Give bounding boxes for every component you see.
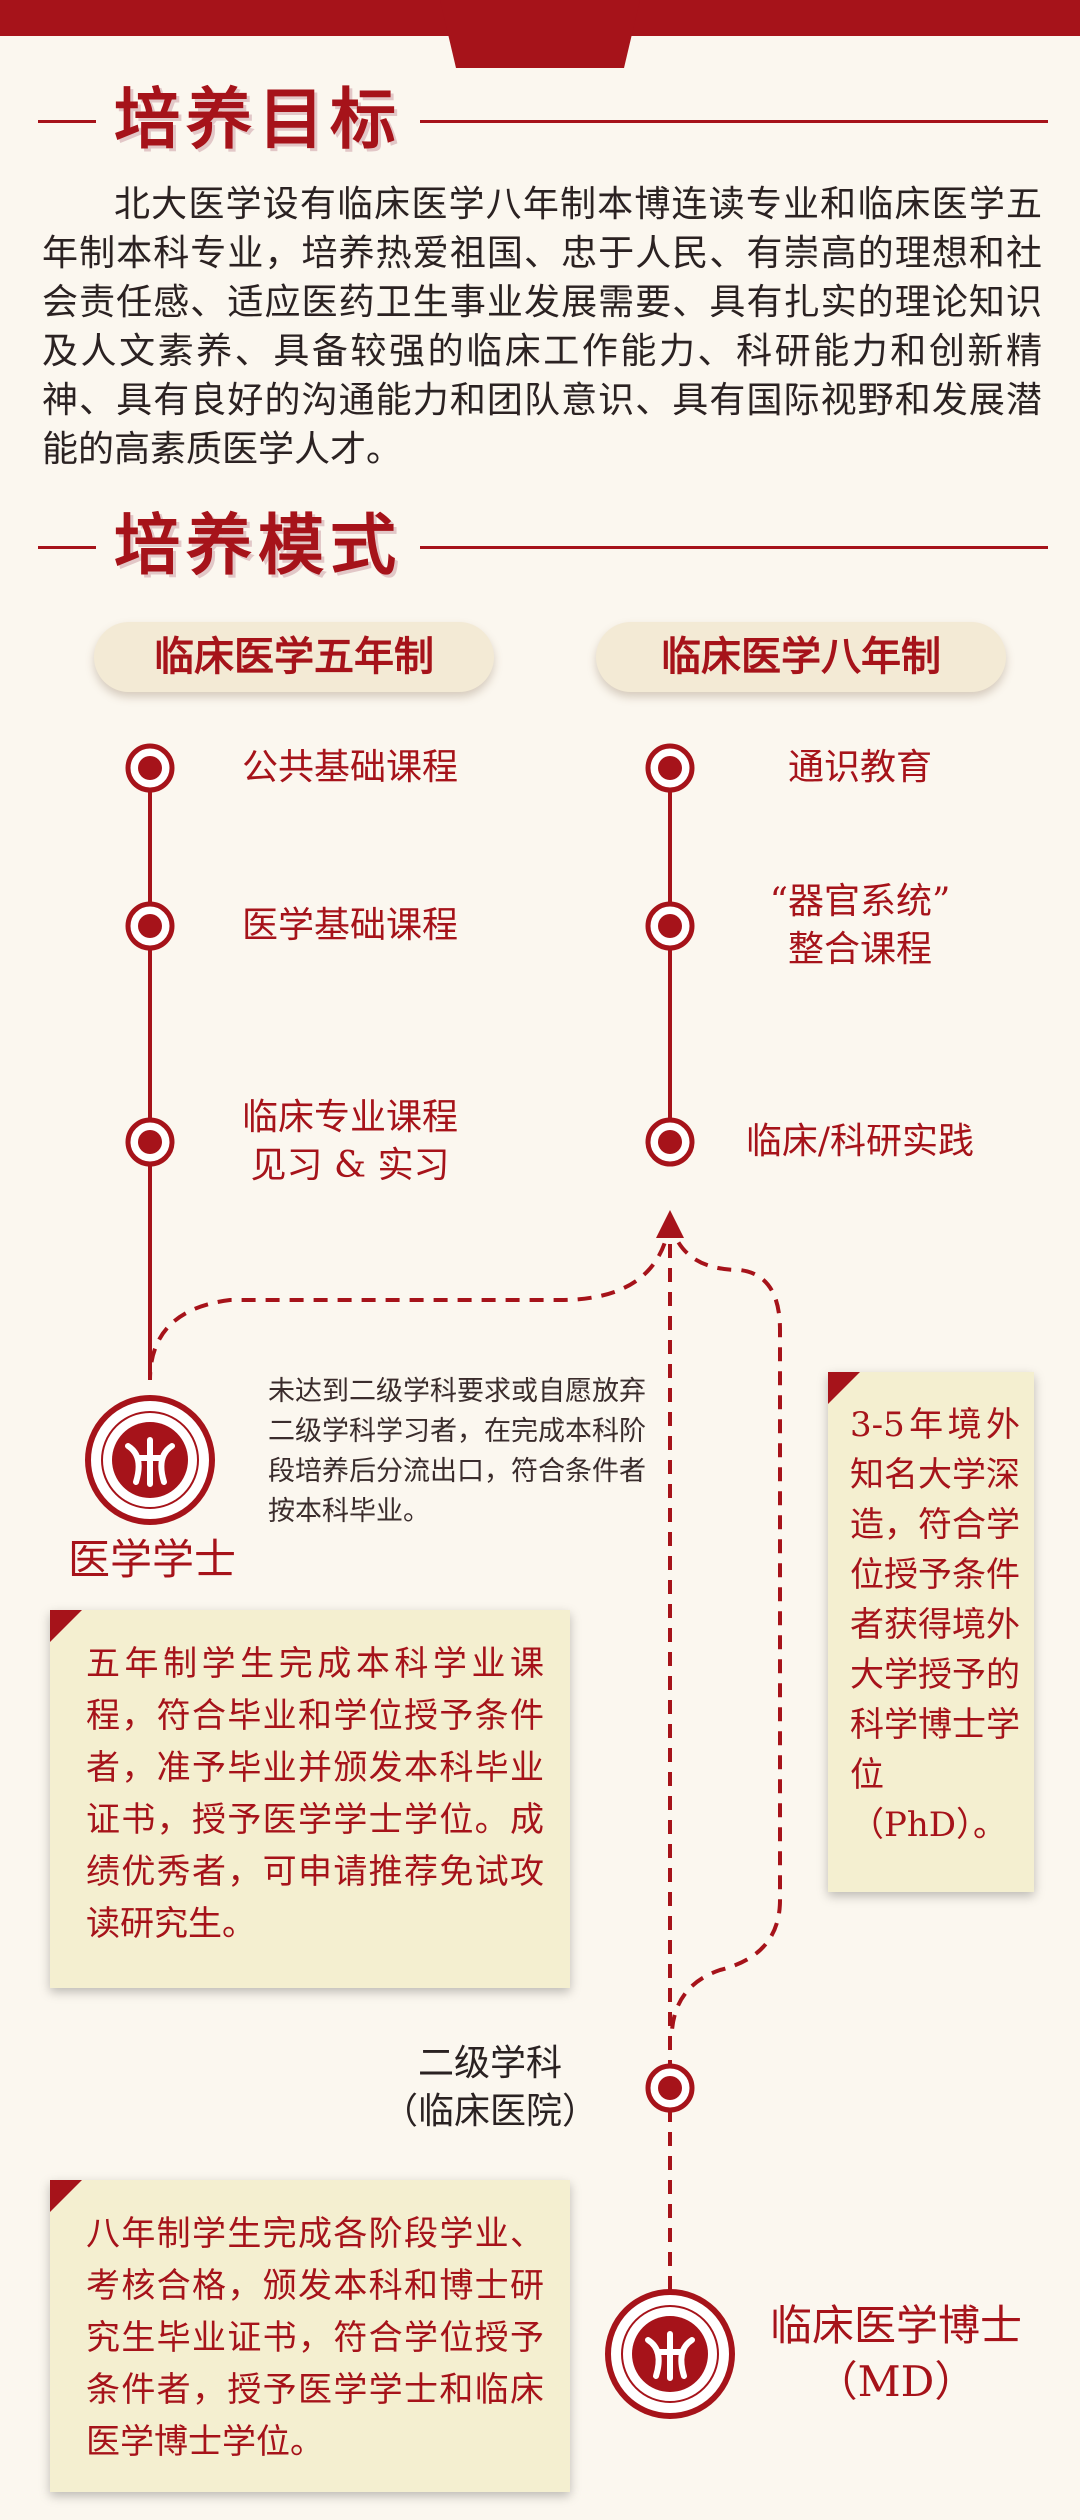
five-year-card-text: 五年制学生完成本科学业课程，符合毕业和学位授予条件者，准予毕业并颁发本科毕业证书… — [86, 1644, 544, 1944]
shunt-dashed-path — [148, 1219, 672, 1381]
node-icon — [645, 1117, 695, 1167]
five-year-stage-1: 公共基础课程 — [241, 747, 458, 788]
section-mode-line-left — [38, 546, 96, 549]
eight-year-degree: 临床医学博士 （MD） — [769, 2301, 1022, 2406]
card-corner-mark — [828, 1372, 860, 1404]
node-icon — [125, 1117, 175, 1167]
section-mode-title: 培养模式 — [114, 506, 402, 584]
eight-year-stage-3: 临床/科研实践 — [745, 1121, 975, 1162]
card-corner-mark — [50, 2180, 82, 2212]
node-icon — [645, 2063, 695, 2113]
top-banner-notch — [440, 0, 640, 68]
shunt-note: 未达到二级学科要求或自愿放弃二级学科学习者，在完成本科阶段培养后分流出口，符合条… — [268, 1376, 646, 1527]
five-year-degree: 医学学士 — [67, 1535, 236, 1584]
goal-paragraph: 北大医学设有临床医学八年制本博连读专业和临床医学五年制本科专业，培养热爱祖国、忠… — [42, 184, 1042, 470]
eight-year-stage-1: 通识教育 — [787, 747, 932, 788]
section-goal-line-right — [420, 120, 1048, 123]
five-year-stage-2: 医学基础课程 — [241, 905, 458, 946]
abroad-card-text: 3-5年境外知名大学深造，符合学位授予条件者获得境外大学授予的科学博士学位（Ph… — [850, 1405, 1020, 1845]
node-icon — [125, 743, 175, 793]
node-icon — [125, 901, 175, 951]
node-icon — [645, 901, 695, 951]
eight-year-program-title: 临床医学八年制 — [596, 622, 1006, 692]
abroad-dashed-loop — [668, 1219, 782, 2031]
up-arrow-icon — [656, 1210, 684, 1238]
five-year-program-title: 临床医学五年制 — [94, 622, 494, 692]
card-corner-mark — [50, 1610, 82, 1642]
peking-university-seal-icon — [605, 2289, 735, 2419]
eight-year-stage-2: “器官系统” 整合课程 — [769, 881, 951, 970]
section-goal-title: 培养目标 — [114, 80, 402, 158]
section-mode-line-right — [420, 546, 1048, 549]
abroad-info-card: 3-5年境外知名大学深造，符合学位授予条件者获得境外大学授予的科学博士学位（Ph… — [828, 1372, 1034, 1892]
secondary-discipline-label: 二级学科 （临床医院） — [381, 2043, 598, 2132]
five-year-info-card: 五年制学生完成本科学业课程，符合毕业和学位授予条件者，准予毕业并颁发本科毕业证书… — [50, 1610, 570, 1988]
node-icon — [645, 743, 695, 793]
section-goal-line-left — [38, 120, 96, 123]
eight-year-info-card: 八年制学生完成各阶段学业、考核合格，颁发本科和博士研究生毕业证书，符合学位授予条… — [50, 2180, 570, 2492]
eight-year-card-text: 八年制学生完成各阶段学业、考核合格，颁发本科和博士研究生毕业证书，符合学位授予条… — [86, 2214, 544, 2462]
five-year-stage-3: 临床专业课程 见习 & 实习 — [241, 1097, 458, 1186]
peking-university-seal-icon — [85, 1395, 215, 1525]
